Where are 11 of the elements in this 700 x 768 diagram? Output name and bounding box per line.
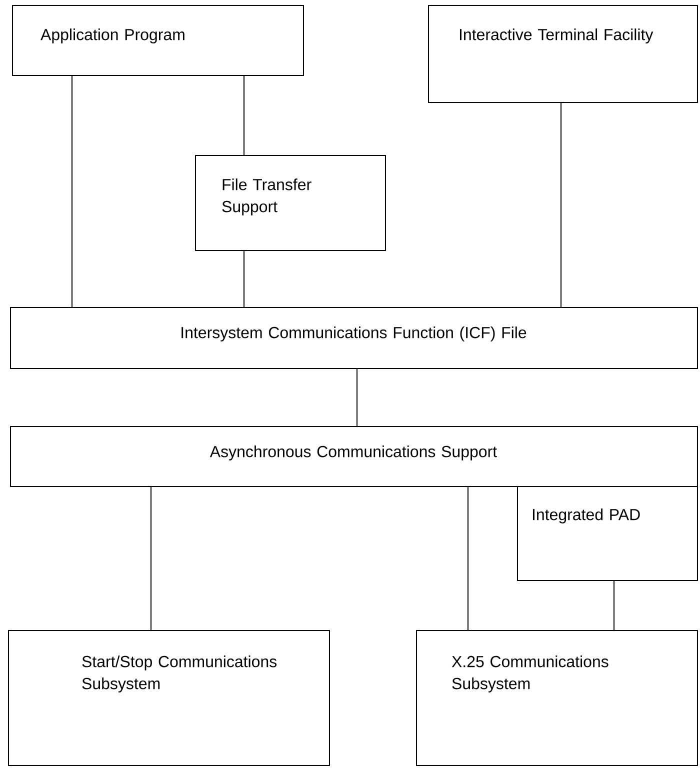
process-box: Asynchronous Communications Support — [10, 426, 698, 487]
process-box: Intersystem Communications Function (ICF) File — [10, 307, 698, 369]
process-box: Integrated PAD — [517, 486, 698, 581]
process-box: Application Program — [12, 5, 304, 76]
process-box: X.25 Communications Subsystem — [416, 630, 698, 766]
process-box: Start/Stop Communications Subsystem — [8, 630, 330, 766]
connector-line — [150, 486, 152, 630]
process-box: File Transfer Support — [195, 155, 386, 251]
process-box: Interactive Terminal Facility — [428, 5, 698, 103]
connector-line — [560, 102, 562, 308]
connector-line — [356, 368, 358, 426]
